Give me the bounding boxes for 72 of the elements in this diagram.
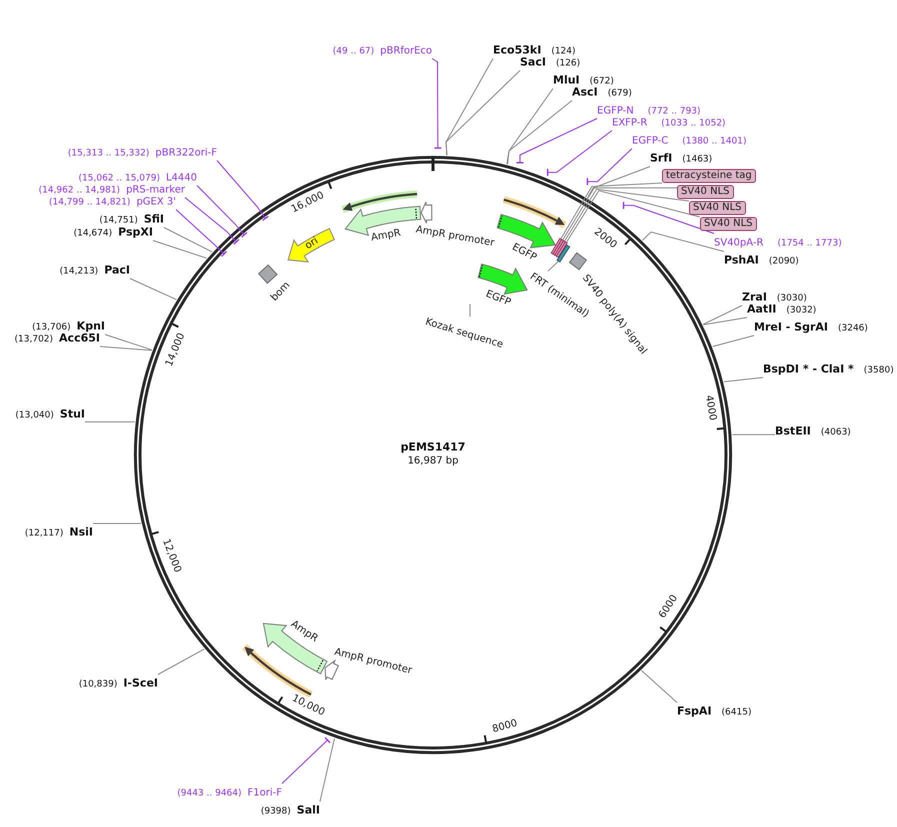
primer-label: (49 .. 67) pBRforEco	[332, 42, 432, 58]
feature-label: AmpR	[370, 228, 402, 244]
feature-label: AmpR promoter	[333, 646, 413, 678]
feature-tag-label: tetracysteine tag	[662, 169, 756, 183]
leader-line	[560, 182, 662, 240]
leader-line	[84, 421, 136, 422]
leader-line	[446, 58, 494, 156]
plasmid-name: pEMS1417	[400, 440, 466, 454]
restriction-site-label: MreI - SgrAI (3246)	[754, 318, 868, 336]
leader-line	[130, 278, 177, 300]
leader-line	[164, 227, 213, 252]
promoter-feature	[420, 201, 433, 225]
leader-line	[548, 260, 559, 272]
restriction-site-label: (13,706) KpnI	[32, 318, 105, 334]
leader-line	[586, 148, 632, 186]
primer-label: (15,313 .. 15,332) pBR322ori-F	[68, 144, 217, 160]
restriction-site-label: BspDI * - ClaI * (3580)	[763, 360, 894, 378]
restriction-site-label: FspAI (6415)	[677, 702, 752, 720]
leader-line	[723, 377, 764, 382]
leader-line	[282, 736, 331, 784]
restriction-site-label: (14,213) PacI	[60, 262, 130, 278]
scale-label: 8000	[491, 718, 519, 736]
feature-label: EGFP	[484, 288, 512, 310]
leader-line	[702, 317, 748, 326]
leader-line	[507, 100, 572, 165]
map-feature	[287, 227, 336, 263]
restriction-site-label: (12,117) NsiI	[24, 524, 93, 540]
leader-line	[100, 346, 152, 351]
leader-line	[546, 130, 612, 177]
leader-line	[732, 434, 776, 436]
leader-line	[158, 648, 205, 675]
leader-line	[320, 738, 335, 802]
feature-block	[568, 251, 588, 271]
orf-mark	[502, 198, 566, 227]
feature-label: AmpR promoter	[414, 224, 496, 250]
feature-tag-label: SV40 NLS	[700, 217, 756, 231]
restriction-site-label: BstEII (4063)	[775, 422, 851, 440]
restriction-site-label: (13,040) StuI	[15, 406, 85, 422]
orf-mark	[243, 645, 312, 696]
map-feature	[262, 622, 328, 675]
leader-line	[506, 88, 554, 165]
leader-line	[104, 334, 152, 350]
leader-line	[92, 523, 142, 524]
leader-line	[432, 58, 442, 149]
restriction-site-label: (9398) SalI	[260, 802, 320, 818]
primer-label: EGFP-C (1380 .. 1401)	[632, 132, 747, 148]
leader-line	[445, 70, 520, 156]
primer-label: (9443 .. 9464) F1ori-F	[177, 784, 282, 800]
restriction-site-label: PshAI (2090)	[724, 252, 799, 268]
feature-tag-label: SV40 NLS	[677, 185, 734, 199]
restriction-site-label: SrfI (1463)	[650, 150, 712, 166]
leader-line	[516, 118, 598, 164]
leader-line	[642, 231, 724, 252]
leader-line	[587, 166, 650, 198]
orf-mark	[341, 192, 419, 212]
leader-line	[184, 197, 240, 245]
leader-line	[712, 335, 754, 347]
leader-line	[152, 240, 208, 259]
plasmid-size: 16,987 bp	[408, 454, 458, 468]
feature-label: ori	[304, 236, 321, 253]
feature-label: EGFP	[510, 242, 538, 264]
feature-stripe	[556, 244, 571, 263]
restriction-site-label: (10,839) I-SceI	[78, 674, 158, 692]
scale-label: 4000	[702, 394, 718, 422]
leader-line	[176, 209, 228, 258]
leader-line	[641, 670, 678, 703]
feature-tag-label: SV40 NLS	[689, 201, 746, 215]
leader-line	[196, 185, 248, 238]
leader-line	[622, 201, 714, 234]
primer-label: SV40pA-R (1754 .. 1773)	[714, 234, 842, 250]
leader-line	[216, 160, 269, 222]
leader-line	[702, 305, 742, 325]
